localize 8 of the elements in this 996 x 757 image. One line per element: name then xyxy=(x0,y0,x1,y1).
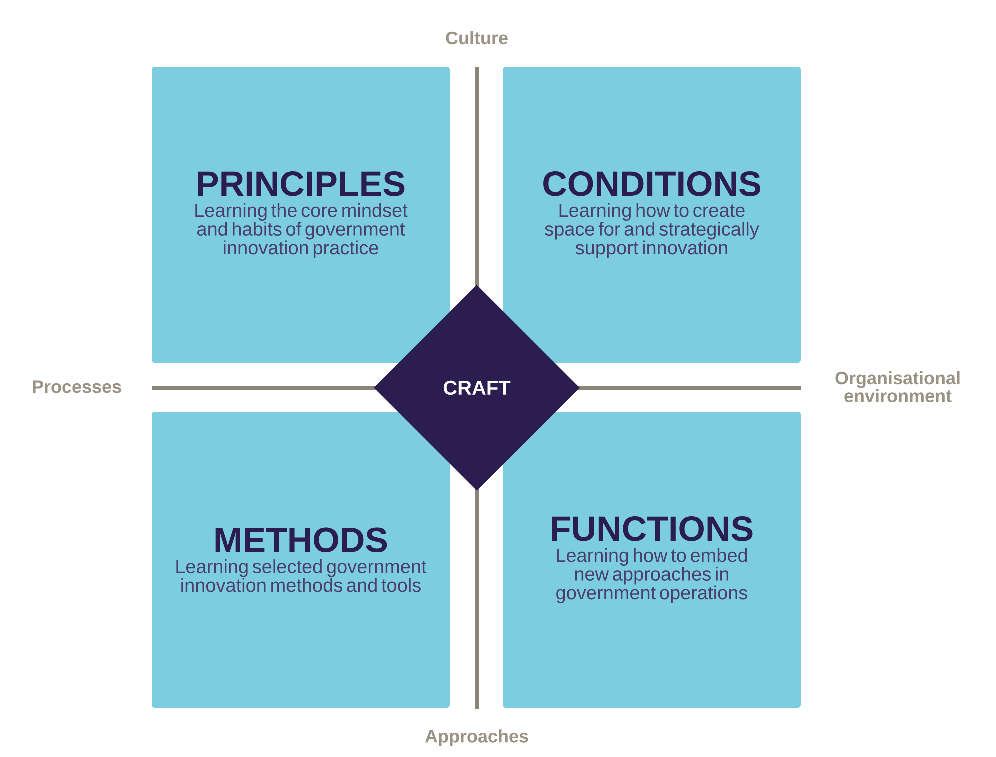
quadrant-box: FUNCTIONS Learning how to embed new approaches in government operations xyxy=(503,412,801,708)
quadrant-box: PRINCIPLES Learning the core mindset and habits of government innovation practice xyxy=(152,67,450,363)
axis-label: Approaches xyxy=(425,730,528,746)
quadrant-box: CONDITIONS Learning how to create space for and strategically support innovation xyxy=(503,67,801,363)
axis-label: Processes xyxy=(33,380,122,394)
axis-label: Organisational environment xyxy=(836,371,960,403)
quadrant-box: METHODS Learning selected government innovation methods and tools xyxy=(152,412,450,708)
axis-label: Culture xyxy=(446,31,508,45)
